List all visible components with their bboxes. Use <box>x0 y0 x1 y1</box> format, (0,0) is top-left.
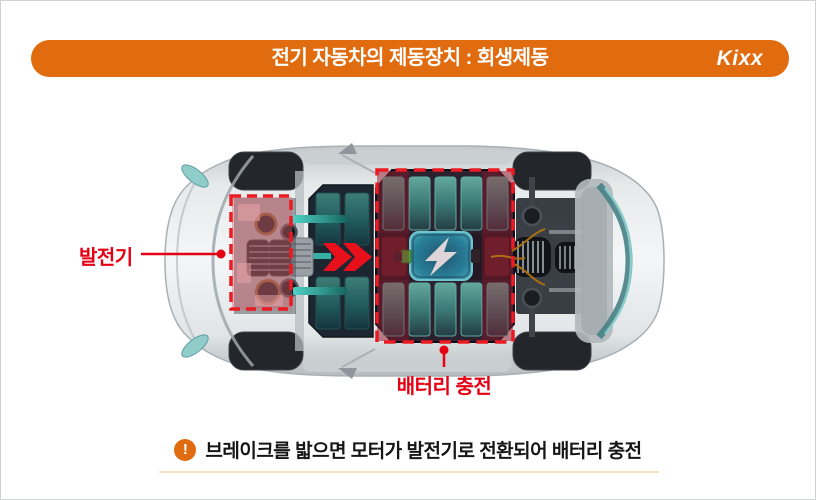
headlight-right-icon <box>181 334 209 358</box>
battery-highlight-box <box>375 168 515 344</box>
ev-car-diagram <box>141 143 665 379</box>
kixx-logo: Kixx <box>716 47 763 70</box>
double-chevron-right-icon <box>323 243 372 271</box>
teal-cable-bottom <box>293 287 347 295</box>
rear-deck <box>575 179 633 343</box>
page-title: 전기 자동차의 제동장치 : 회생제동 <box>271 47 550 69</box>
battery-connector-line <box>439 345 449 367</box>
rear-teal-accent <box>596 182 633 340</box>
side-mirror-bottom <box>338 368 357 379</box>
generator-label: 발전기 <box>79 247 133 269</box>
a-pillar-bottom <box>341 348 376 368</box>
orange-cable <box>490 228 546 286</box>
generator-unit <box>232 171 314 351</box>
battery-charging-label: 배터리 충전 <box>396 376 492 398</box>
exclamation-icon: ! <box>174 438 197 461</box>
wheel-rear-right <box>512 331 592 371</box>
nose-line <box>175 178 198 344</box>
rear-drivetrain <box>490 177 599 337</box>
teal-cable-top <box>293 215 347 223</box>
side-mirror-top <box>338 143 357 154</box>
note-text: 브레이크를 밟으면 모터가 발전기로 전환되어 배터리 충전 <box>205 441 642 462</box>
note-divider <box>159 471 659 473</box>
a-pillar-top <box>341 154 376 174</box>
headlight-left-icon <box>181 164 209 188</box>
generator-highlight-box <box>229 194 293 311</box>
hood-line <box>211 155 255 367</box>
header-bar: 전기 자동차의 제동장치 : 회생제동 Kixx <box>31 40 789 77</box>
battery-module <box>394 231 480 281</box>
lightning-bolt-icon <box>425 237 457 276</box>
note-row: ! 브레이크를 밟으면 모터가 발전기로 전환되어 배터리 충전 <box>1 436 815 463</box>
generator-connector-line <box>141 249 226 259</box>
battery-pack <box>375 169 515 343</box>
side-sill-top <box>303 150 511 165</box>
teal-glow-bar <box>301 253 331 259</box>
